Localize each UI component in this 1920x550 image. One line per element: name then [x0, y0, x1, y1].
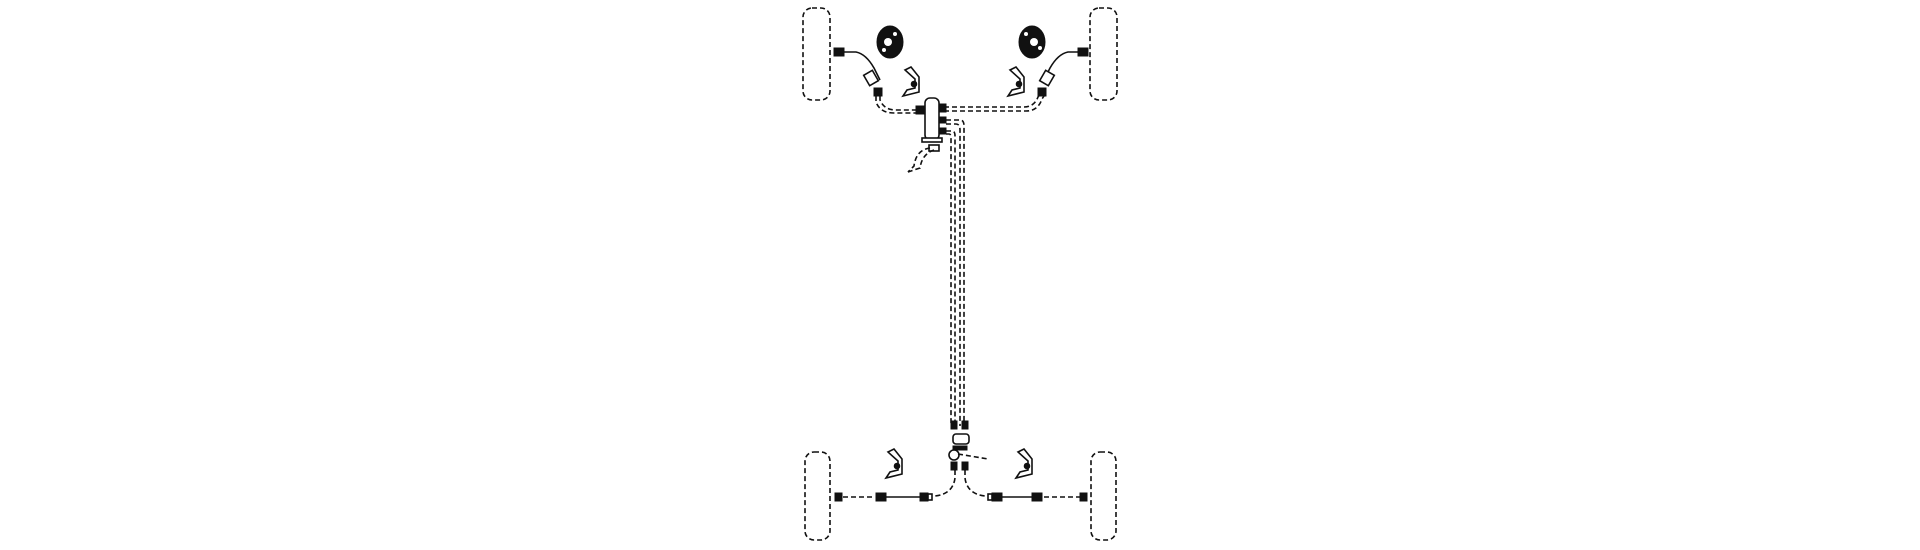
front-left-line-inner: [875, 96, 916, 114]
master-cylinder: [907, 97, 947, 173]
rear-right-wheel: [1090, 451, 1117, 541]
bracket-rear-left: [884, 447, 903, 480]
front-right-hose: [1037, 47, 1089, 97]
rear-left-line: [931, 470, 956, 497]
rear-right-line: [964, 470, 989, 497]
bracket-front-left: [901, 65, 920, 98]
rear-right-hose: [987, 492, 1088, 502]
front-right-line-inner: [944, 92, 1047, 112]
front-left-wheel: [802, 7, 831, 101]
main-brake-line-2: [946, 123, 961, 426]
rear-left-wheel: [804, 451, 831, 541]
front-right-wheel: [1089, 7, 1118, 101]
bracket-rear-right: [1014, 447, 1033, 480]
bracket-front-right: [1006, 65, 1025, 98]
front-left-hose: [833, 47, 883, 97]
rear-left-hose: [834, 492, 933, 502]
front-right-caliper: [1018, 25, 1046, 59]
rear-junction-valve: [948, 420, 989, 471]
front-left-line: [879, 96, 916, 111]
main-brake-line-1: [946, 119, 965, 426]
front-left-caliper: [876, 25, 904, 59]
main-brake-line-3: [946, 130, 956, 426]
front-right-line: [944, 90, 1043, 108]
main-brake-line-4: [946, 133, 952, 426]
